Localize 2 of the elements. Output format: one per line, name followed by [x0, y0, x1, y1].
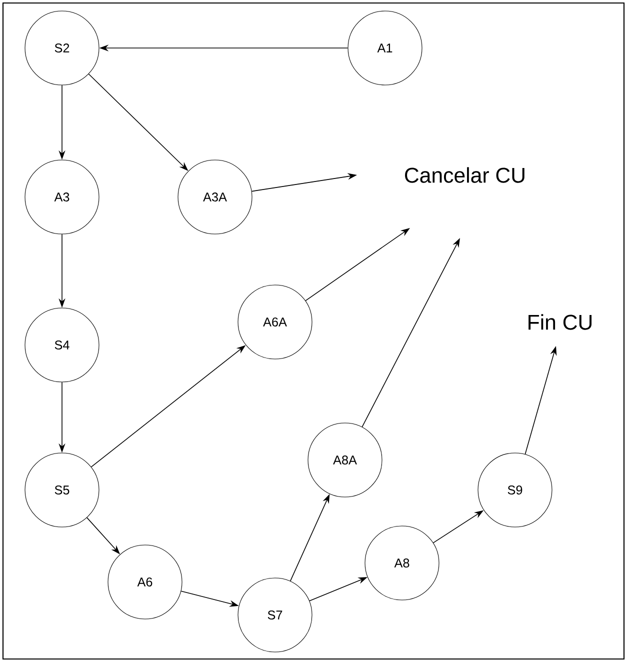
end-label: Cancelar CU: [405, 167, 524, 183]
end-label: Fin CU: [528, 314, 592, 330]
